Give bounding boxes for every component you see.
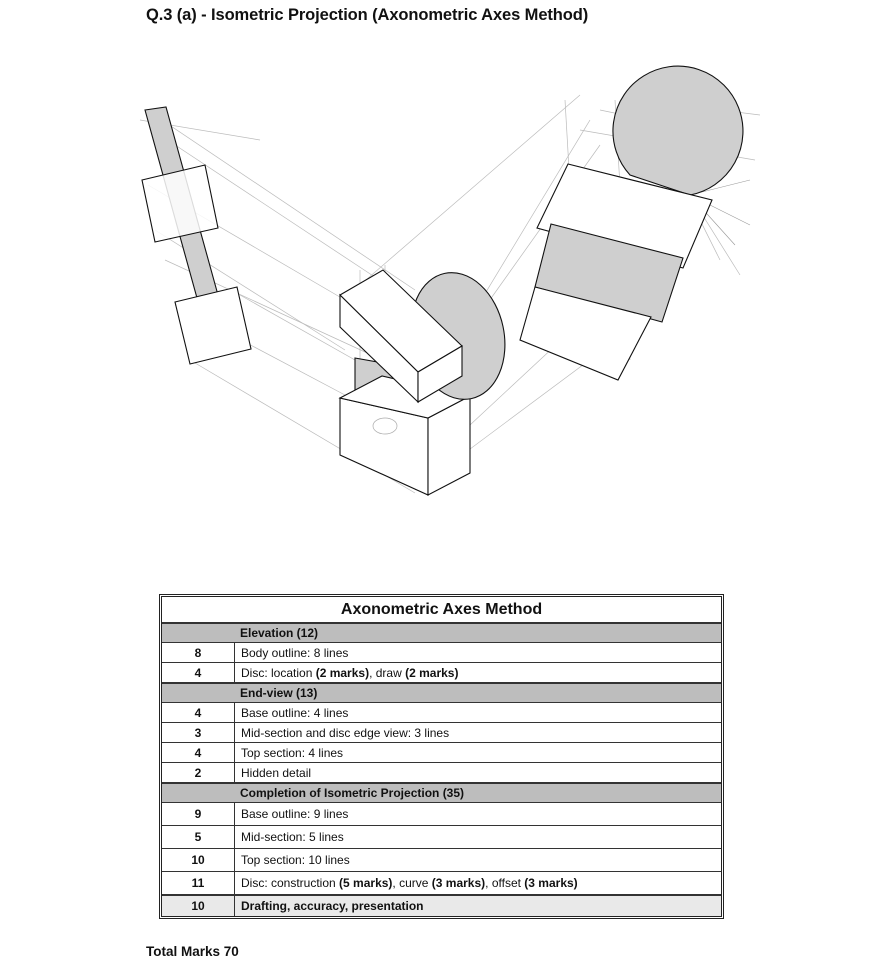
marks-value: 4	[162, 703, 235, 722]
criterion-segment: Top section: 10 lines	[241, 853, 350, 867]
criterion-segment: Disc: location	[241, 665, 316, 680]
end-view	[519, 65, 744, 381]
marks-value: 9	[162, 803, 235, 825]
section-marks-cell	[162, 784, 234, 802]
marks-emphasis: (5 marks)	[339, 876, 393, 890]
table-row: 10 Top section: 10 lines	[162, 848, 721, 871]
section-marks-cell	[162, 624, 234, 642]
criterion-segment: Disc: construction	[241, 876, 340, 890]
criterion-text: Base outline: 4 lines	[235, 703, 721, 722]
table-heading: Axonometric Axes Method	[340, 600, 543, 618]
criterion-segment: , draw	[369, 665, 406, 680]
marks-value: 10	[162, 896, 235, 916]
marks-value: 2	[162, 763, 235, 782]
marks-value: 3	[162, 723, 235, 742]
marks-value: 5	[162, 826, 235, 848]
criterion-segment: Hidden detail	[241, 765, 312, 780]
table-row: 4 Base outline: 4 lines	[162, 702, 721, 722]
criterion-segment: , offset	[485, 876, 525, 890]
table-row: 8 Body outline: 8 lines	[162, 642, 721, 662]
marks-value: 10	[162, 849, 235, 871]
section-header: Completion of Isometric Projection (35)	[162, 782, 721, 802]
criterion-text: Disc: construction (5 marks), curve (3 m…	[235, 872, 721, 894]
isometric-view	[338, 269, 506, 496]
elevation-view	[141, 106, 252, 365]
criterion-segment: Mid-section: 5 lines	[241, 830, 344, 844]
marks-value: 11	[162, 872, 235, 894]
page-title: Q.3 (a) - Isometric Projection (Axonomet…	[146, 6, 589, 24]
marks-value: 8	[162, 643, 235, 662]
criterion-text: Body outline: 8 lines	[235, 643, 721, 662]
table-row: 4 Top section: 4 lines	[162, 742, 721, 762]
marks-emphasis: (2 marks)	[315, 665, 370, 680]
table-row: 2 Hidden detail	[162, 762, 721, 782]
criterion-text: Drafting, accuracy, presentation	[241, 899, 424, 913]
table-row: 5 Mid-section: 5 lines	[162, 825, 721, 848]
total-marks: Total Marks 70	[146, 944, 239, 959]
criterion-segment: Base outline: 9 lines	[241, 807, 349, 821]
marks-emphasis: (2 marks)	[405, 665, 459, 680]
criterion-segment: Mid-section and disc edge view: 3 lines	[241, 725, 450, 740]
marks-value: 4	[162, 663, 235, 682]
criterion-text: Top section: 4 lines	[235, 743, 721, 762]
section-label: Completion of Isometric Projection (35)	[240, 786, 465, 800]
section-label: Elevation (12)	[240, 626, 319, 640]
criterion-segment: , curve	[392, 876, 432, 890]
section-marks-cell	[162, 684, 234, 702]
marks-value: 4	[162, 743, 235, 762]
table-row: 9 Base outline: 9 lines	[162, 802, 721, 825]
marks-emphasis: (3 marks)	[524, 876, 578, 890]
section-header: End-view (13)	[162, 682, 721, 702]
criterion-text: Hidden detail	[235, 763, 721, 782]
table-row: 3 Mid-section and disc edge view: 3 lines	[162, 722, 721, 742]
section-header: Elevation (12)	[162, 622, 721, 642]
criterion-text: Top section: 10 lines	[235, 849, 721, 871]
criterion-text: Base outline: 9 lines	[235, 803, 721, 825]
criterion-text: Mid-section: 5 lines	[235, 826, 721, 848]
final-row: 10 Drafting, accuracy, presentation	[162, 894, 721, 916]
criterion-segment: Base outline: 4 lines	[241, 705, 349, 720]
section-label: End-view (13)	[240, 686, 318, 700]
isometric-drawing	[139, 65, 761, 496]
criterion-segment: Body outline: 8 lines	[241, 645, 349, 660]
marks-emphasis: (3 marks)	[431, 876, 486, 890]
criterion-segment: Top section: 4 lines	[241, 745, 344, 760]
criterion-text: Mid-section and disc edge view: 3 lines	[235, 723, 721, 742]
criterion-text: Disc: location (2 marks), draw (2 marks)	[235, 663, 721, 682]
